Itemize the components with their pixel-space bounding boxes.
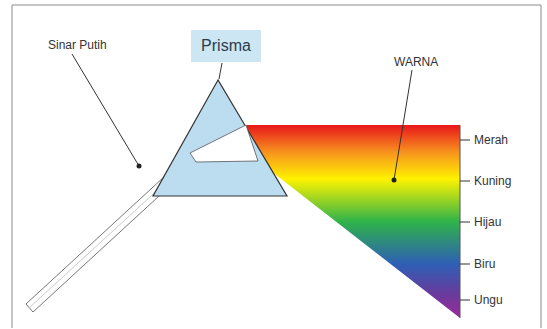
ray-label: Sinar Putih	[48, 38, 107, 52]
color-name: Biru	[474, 257, 495, 271]
color-name: Ungu	[474, 293, 503, 307]
color-name: Kuning	[474, 174, 511, 188]
color-name: Merah	[474, 133, 508, 147]
color-name: Hijau	[474, 215, 501, 229]
prism-label: Prisma	[201, 37, 251, 55]
prism-label-box: Prisma	[191, 30, 261, 62]
color-label: WARNA	[394, 55, 438, 69]
